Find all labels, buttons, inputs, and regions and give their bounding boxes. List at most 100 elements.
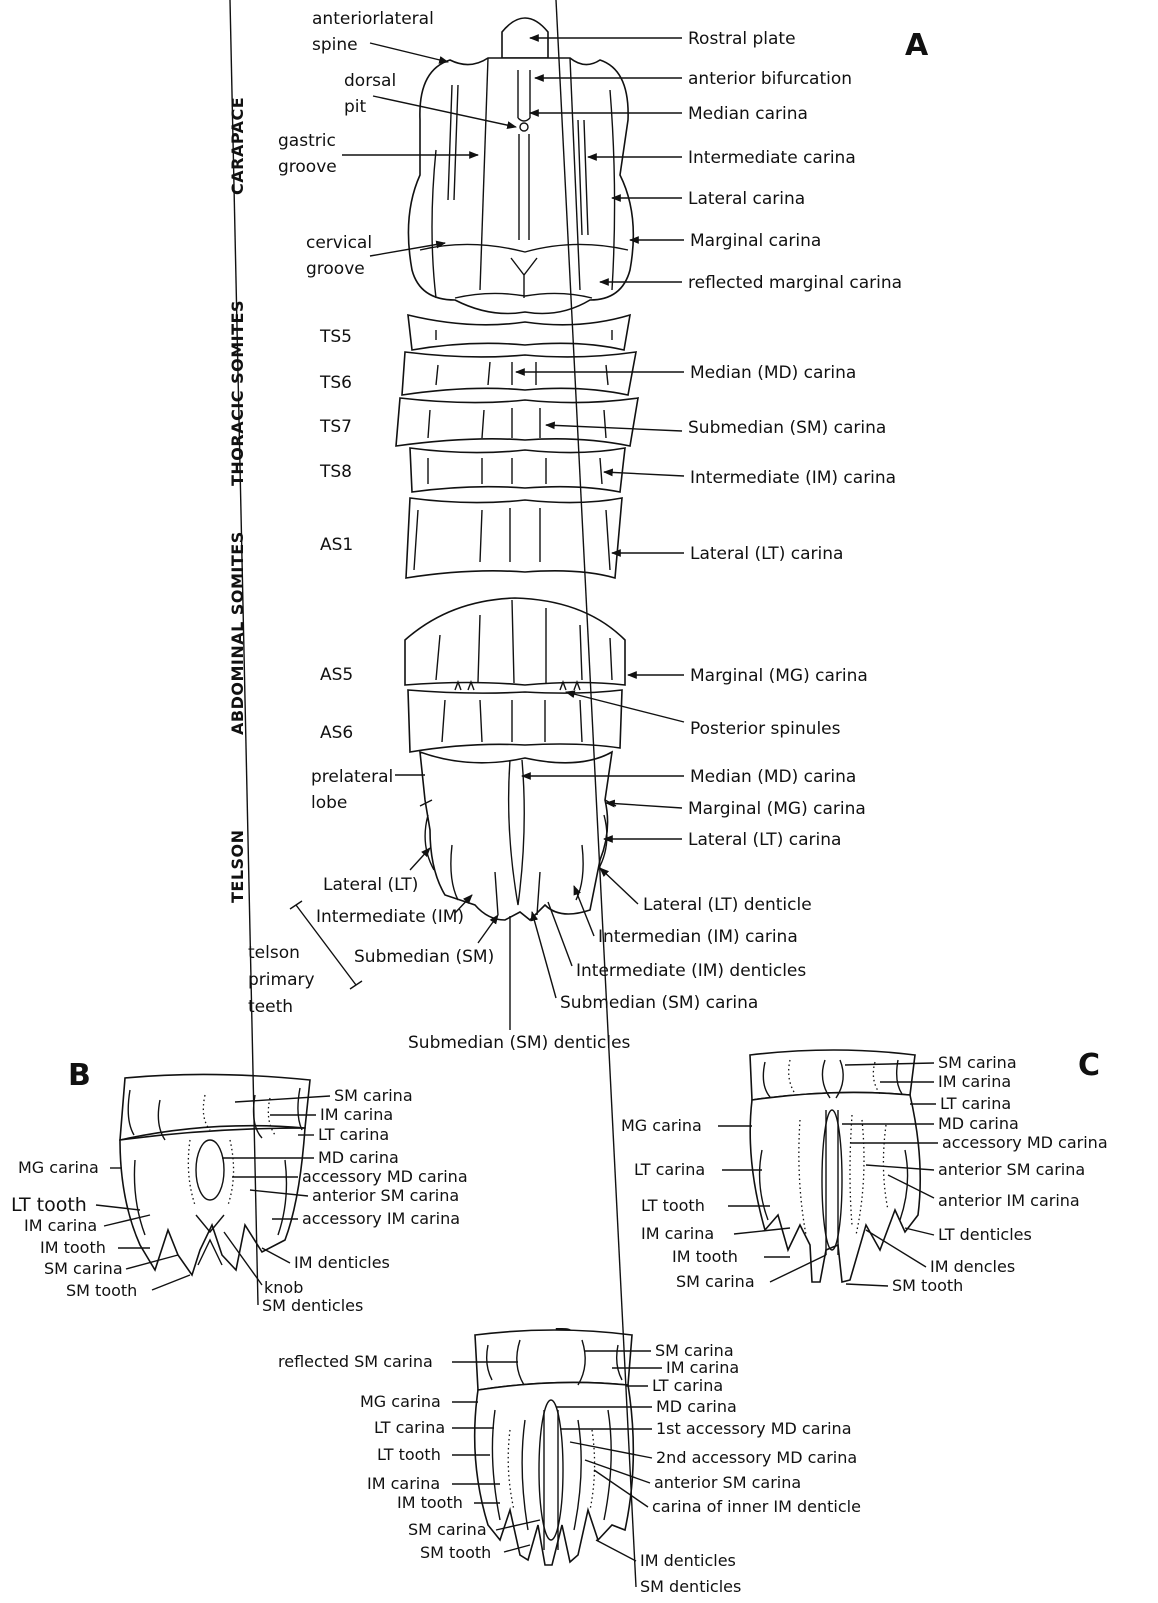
label-c-lt-denticles: LT denticles xyxy=(938,1225,1032,1244)
label-anterior-bifurcation: anterior bifurcation xyxy=(688,69,852,89)
leader-lateral-lt-denticle xyxy=(600,868,638,904)
label-b-mg-carina: MG carina xyxy=(18,1158,99,1177)
label-c-sm-tooth: SM tooth xyxy=(892,1276,963,1295)
label-b-sm-tooth: SM tooth xyxy=(66,1281,137,1300)
label-intermediate-carina: Intermediate carina xyxy=(688,148,856,168)
label-marginal-mg-carina: Marginal (MG) carina xyxy=(690,666,868,686)
label-c-lt-tooth: LT tooth xyxy=(641,1196,705,1215)
label-b-accessory-md-carina: accessory MD carina xyxy=(302,1167,468,1186)
label-ts8: TS8 xyxy=(319,462,352,482)
label-intermediate-im-tooth: Intermediate (IM) xyxy=(316,907,464,927)
label-d-im-denticles: IM denticles xyxy=(640,1551,736,1570)
label-rostral-plate: Rostral plate xyxy=(688,29,796,49)
label-as1: AS1 xyxy=(320,535,353,555)
label-gastric-line2: groove xyxy=(278,157,337,177)
leader-submedian-sm-tooth xyxy=(478,915,498,943)
label-gastric-line1: gastric xyxy=(278,131,336,151)
label-lateral-lt-tooth: Lateral (LT) xyxy=(323,875,418,895)
leader-submedian-sm-carina-telson xyxy=(532,912,556,998)
label-d-2nd-accessory-md-carina: 2nd accessory MD carina xyxy=(656,1448,857,1467)
label-marginal-carina: Marginal carina xyxy=(690,231,821,251)
label-b-lt-carina: LT carina xyxy=(318,1125,389,1144)
label-b-im-tooth: IM tooth xyxy=(40,1238,106,1257)
label-d-carina-inner-im-denticle: carina of inner IM denticle xyxy=(652,1497,861,1516)
label-telson-line3: teeth xyxy=(248,997,293,1017)
panel-a-body-drawing xyxy=(396,18,638,920)
label-as5: AS5 xyxy=(320,665,353,685)
label-d-sm-tooth: SM tooth xyxy=(420,1543,491,1562)
label-d-anterior-sm-carina: anterior SM carina xyxy=(654,1473,801,1492)
label-b-anterior-sm-carina: anterior SM carina xyxy=(312,1186,459,1205)
label-anteriorlateral-line1: anteriorlateral xyxy=(312,9,434,29)
label-d-im-carina-right: IM carina xyxy=(666,1358,739,1377)
label-d-im-carina: IM carina xyxy=(367,1474,440,1493)
label-d-lt-carina: LT carina xyxy=(374,1418,445,1437)
label-b-sm-denticles: SM denticles xyxy=(262,1296,363,1315)
label-d-1st-accessory-md-carina: 1st accessory MD carina xyxy=(656,1419,852,1438)
label-c-im-tooth: IM tooth xyxy=(672,1247,738,1266)
label-intermediate-im-denticles: Intermediate (IM) denticles xyxy=(576,961,806,981)
label-cervical-line1: cervical xyxy=(306,233,372,253)
leader-c-im-dencles xyxy=(866,1230,926,1267)
label-b-lt-tooth: LT tooth xyxy=(11,1194,87,1216)
leader-d-im-denticles xyxy=(596,1540,636,1561)
label-intermediate-im-carina: Intermediate (IM) carina xyxy=(690,468,896,488)
label-cervical-line2: groove xyxy=(306,259,365,279)
label-c-lt-carina: LT carina xyxy=(940,1094,1011,1113)
label-telson-lateral-lt-carina: Lateral (LT) carina xyxy=(688,830,841,850)
label-b-sm-carina: SM carina xyxy=(334,1086,413,1105)
leader-telson-marginal-mg-carina xyxy=(606,803,682,808)
label-b-sm-carina-left: SM carina xyxy=(44,1259,123,1278)
label-b-im-denticles: IM denticles xyxy=(294,1253,390,1272)
label-d-reflected-sm-carina: reflected SM carina xyxy=(278,1352,433,1371)
panel-letter-a: A xyxy=(905,28,929,63)
label-submedian-sm-tooth: Submedian (SM) xyxy=(354,947,494,967)
label-c-im-dencles: IM dencles xyxy=(930,1257,1015,1276)
leader-anteriorlateral-spine xyxy=(370,43,448,62)
label-reflected-marginal-carina: reflected marginal carina xyxy=(688,273,902,293)
label-intermedian-im-carina: Intermedian (IM) carina xyxy=(598,927,798,947)
region-label-telson: TELSON xyxy=(228,829,247,903)
label-anteriorlateral-line2: spine xyxy=(312,35,358,55)
label-ts6: TS6 xyxy=(319,373,352,393)
label-d-lt-tooth: LT tooth xyxy=(377,1445,441,1464)
label-lateral-lt-carina: Lateral (LT) carina xyxy=(690,544,843,564)
label-c-mg-carina: MG carina xyxy=(621,1116,702,1135)
label-prelateral-line1: prelateral xyxy=(311,767,393,787)
label-ts7: TS7 xyxy=(319,417,352,437)
label-c-sm-carina: SM carina xyxy=(938,1053,1017,1072)
label-submedian-sm-denticles: Submedian (SM) denticles xyxy=(408,1033,631,1053)
label-lateral-lt-denticle: Lateral (LT) denticle xyxy=(643,895,812,915)
panel-letter-b: B xyxy=(68,1058,91,1093)
label-lateral-carina: Lateral carina xyxy=(688,189,805,209)
label-dorsal-line1: dorsal xyxy=(344,71,396,91)
label-as6: AS6 xyxy=(320,723,353,743)
panel-b-telson-drawing xyxy=(120,1074,310,1275)
leader-b-sm-tooth xyxy=(152,1275,190,1290)
label-ts5: TS5 xyxy=(319,327,352,347)
label-d-im-tooth: IM tooth xyxy=(397,1493,463,1512)
label-d-sm-carina: SM carina xyxy=(408,1520,487,1539)
label-dorsal-line2: pit xyxy=(344,97,367,117)
label-d-sm-denticles: SM denticles xyxy=(640,1577,741,1596)
label-c-anterior-sm-carina: anterior SM carina xyxy=(938,1160,1085,1179)
label-c-accessory-md-carina: accessory MD carina xyxy=(942,1133,1108,1152)
leader-c-sm-tooth xyxy=(846,1284,888,1286)
label-telson-line2: primary xyxy=(248,970,315,990)
label-b-knob: knob xyxy=(264,1278,303,1297)
leader-c-lt-denticles xyxy=(905,1228,934,1235)
panel-letter-c: C xyxy=(1078,1048,1100,1083)
label-c-lt-carina-left: LT carina xyxy=(634,1160,705,1179)
label-median-carina: Median carina xyxy=(688,104,808,124)
label-d-mg-carina: MG carina xyxy=(360,1392,441,1411)
leader-c-im-carina-left xyxy=(734,1228,790,1234)
region-label-carapace: CARAPACE xyxy=(228,97,247,195)
label-c-sm-carina-left: SM carina xyxy=(676,1272,755,1291)
label-d-md-carina: MD carina xyxy=(656,1397,737,1416)
label-c-anterior-im-carina: anterior IM carina xyxy=(938,1191,1080,1210)
label-telson-line1: telson xyxy=(248,943,300,963)
label-c-im-carina-left: IM carina xyxy=(641,1224,714,1243)
label-b-accessory-im-carina: accessory IM carina xyxy=(302,1209,460,1228)
label-c-md-carina: MD carina xyxy=(938,1114,1019,1133)
